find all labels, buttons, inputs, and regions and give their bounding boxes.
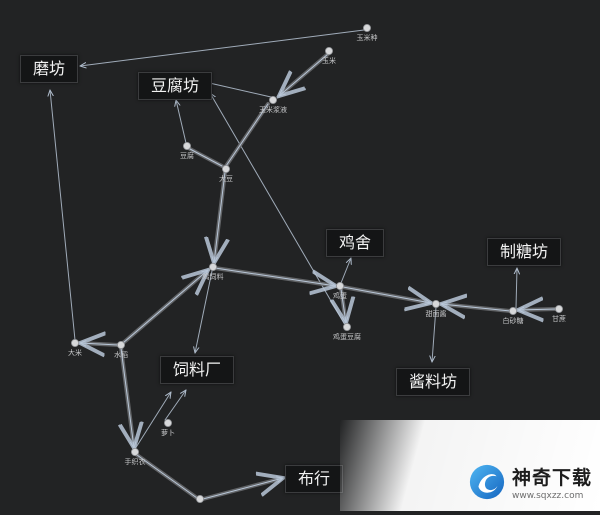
node-label-luobo: 萝卜 xyxy=(161,428,175,437)
edge-doufu-to-dadou-core xyxy=(189,148,223,167)
node-label-doufu: 豆腐 xyxy=(180,151,194,160)
edge-jidan-to-tianmianjiang-core xyxy=(342,286,431,303)
node-shuidao[interactable] xyxy=(117,340,126,349)
watermark-title: 神奇下载 xyxy=(511,467,592,489)
node-yumi_zhong[interactable] xyxy=(362,23,371,32)
node-yumi_jiangye[interactable] xyxy=(268,96,277,105)
edge-baishatang-to-zhitangfang xyxy=(516,268,517,309)
edge-jidan-to-jidandoufu-core xyxy=(340,288,346,323)
building-jishe[interactable]: 鸡舍 xyxy=(326,229,385,257)
node-jidan[interactable] xyxy=(335,281,344,290)
edge-yumizhong-to-mofang xyxy=(80,29,365,66)
node-label-yumi_zhong: 玉米种 xyxy=(357,33,378,42)
node-end1[interactable] xyxy=(195,494,204,503)
node-luobo[interactable] xyxy=(163,418,172,427)
edge-jichusiliao-to-siliaochang xyxy=(195,270,213,353)
node-label-tianmianjiang: 甜面酱 xyxy=(426,309,447,318)
edge-baishatang-to-tianmianjiang-core xyxy=(441,304,511,312)
edge-luobo-to-siliaochang xyxy=(164,390,186,421)
edge-tianmianjiang-to-jiangliaofang xyxy=(432,306,437,362)
node-label-yumi_jiangye: 玉米浆液 xyxy=(259,105,287,114)
node-tianmianjiang[interactable] xyxy=(431,299,440,308)
building-doufufang[interactable]: 豆腐坊 xyxy=(138,72,213,100)
node-label-yumi: 玉米 xyxy=(322,56,336,65)
edge-dami-to-mofang xyxy=(50,90,76,341)
building-zhitangfang[interactable]: 制糖坊 xyxy=(487,238,562,266)
node-label-shouhuo_yi: 手织衣 xyxy=(125,457,146,466)
node-yumi[interactable] xyxy=(324,47,333,56)
edge-jidandoufu-to-doufufang xyxy=(210,93,346,326)
edge-shuidao-to-jichusiliao-core xyxy=(122,270,208,344)
edge-jidan-to-jishe xyxy=(340,258,351,284)
building-siliaochang[interactable]: 饲料厂 xyxy=(160,356,235,384)
node-baishatang[interactable] xyxy=(508,306,517,315)
edge-shouhuoyi-down-core xyxy=(136,454,198,499)
node-jidan_doufu[interactable] xyxy=(342,322,351,331)
node-label-shuidao: 水稻 xyxy=(114,350,128,359)
building-jiangliaofang[interactable]: 酱料坊 xyxy=(396,368,471,396)
node-dami[interactable] xyxy=(71,338,80,347)
node-label-jichu_siliao: 鸡饲料 xyxy=(203,272,224,281)
node-label-ganzhe: 甘蔗 xyxy=(552,314,566,323)
node-doufu[interactable] xyxy=(182,141,191,150)
edge-shuidao-to-shouhuoyi-core xyxy=(120,347,134,448)
node-label-jidan: 鸡蛋 xyxy=(333,291,347,300)
watermark-fade xyxy=(340,420,600,511)
edge-jichusiliao-to-jidan-core xyxy=(214,267,336,286)
edge-doufu-to-doufufang xyxy=(176,100,187,144)
node-label-dadou: 大豆 xyxy=(219,174,233,183)
node-shouhuo_yi[interactable] xyxy=(130,447,139,456)
watermark: 神奇下载 www.sqxzz.com xyxy=(468,463,592,501)
building-buhang[interactable]: 布行 xyxy=(285,465,344,493)
node-ganzhe[interactable] xyxy=(555,304,564,313)
edge-ganzhe-to-baishatang-core xyxy=(518,309,557,310)
node-jichu_siliao[interactable] xyxy=(208,262,217,271)
node-label-dami: 大米 xyxy=(68,348,82,357)
watermark-url: www.sqxzz.com xyxy=(511,491,584,501)
edge-dadou-to-jichusiliao-core xyxy=(214,171,226,263)
edge-shuidao-to-dami-core xyxy=(80,343,119,345)
building-mofang[interactable]: 磨坊 xyxy=(20,55,79,83)
node-label-jidan_doufu: 鸡蛋豆腐 xyxy=(333,332,361,341)
edge-dadou-to-jiangye-core xyxy=(225,103,269,167)
edge-to-buhang-core xyxy=(202,478,283,500)
sq-swirl-logo-icon xyxy=(469,464,505,500)
node-dadou[interactable] xyxy=(221,164,230,173)
edge-yumi-to-jiangye-core xyxy=(279,53,329,96)
node-label-baishatang: 白砂糖 xyxy=(503,316,524,325)
edge-jiangye-to-doufufang xyxy=(205,82,272,98)
